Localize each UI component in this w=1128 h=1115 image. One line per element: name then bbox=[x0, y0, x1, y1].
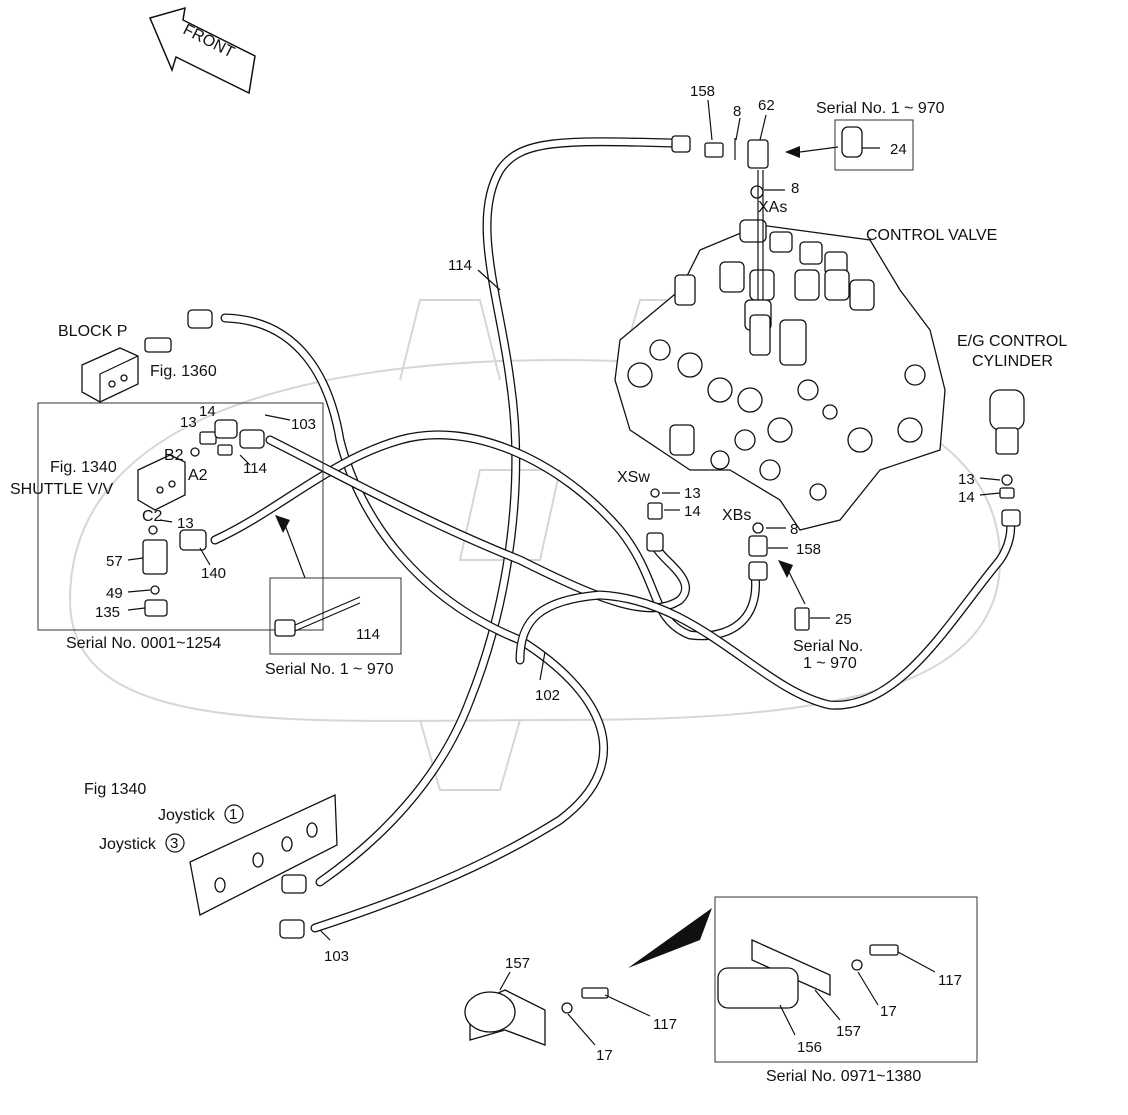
port-b2: B2 bbox=[164, 447, 184, 464]
callout-13-eg: 13 bbox=[958, 471, 975, 488]
callout-8-xas: 8 bbox=[791, 180, 799, 197]
callout-103-a: 103 bbox=[291, 416, 316, 433]
callout-57: 57 bbox=[106, 553, 123, 570]
port-fittings bbox=[646, 488, 810, 631]
fig-1340-ref: Fig. 1340 bbox=[50, 459, 117, 476]
callout-117-a: 117 bbox=[653, 1016, 677, 1033]
callout-102: 102 bbox=[535, 687, 560, 704]
serial-1-970-mid-a: Serial No. bbox=[793, 638, 863, 655]
callout-13-xsw: 13 bbox=[684, 485, 701, 502]
joystick-1-circle bbox=[224, 804, 244, 824]
callout-114-box: 114 bbox=[356, 626, 380, 643]
callout-158-xbs: 158 bbox=[796, 541, 821, 558]
callout-14-a: 14 bbox=[199, 403, 216, 420]
port-a2: A2 bbox=[188, 467, 208, 484]
fig-1340-b-ref: Fig 1340 bbox=[84, 781, 146, 798]
callout-117-b: 117 bbox=[938, 972, 962, 989]
callout-157-a: 157 bbox=[505, 955, 530, 972]
serial-0001-1254: Serial No. 0001~1254 bbox=[66, 635, 221, 652]
fitting-group-top bbox=[671, 135, 769, 300]
serial-0971-1380: Serial No. 0971~1380 bbox=[766, 1068, 921, 1085]
joystick-3-label: Joystick bbox=[99, 836, 157, 853]
shuttle-valve bbox=[37, 402, 324, 631]
leader-lines bbox=[127, 99, 1001, 1046]
callout-14-xsw: 14 bbox=[684, 503, 701, 520]
block-p bbox=[81, 309, 213, 403]
joystick-1-label: Joystick bbox=[158, 807, 216, 824]
callout-49: 49 bbox=[106, 585, 123, 602]
callout-8-top: 8 bbox=[733, 103, 741, 120]
detail-boxes bbox=[269, 119, 978, 1063]
callout-17-b: 17 bbox=[880, 1003, 897, 1020]
pointer-arrows bbox=[275, 146, 839, 968]
callout-156: 156 bbox=[797, 1039, 822, 1056]
eg-control-title: E/G CONTROL bbox=[957, 333, 1067, 350]
callout-8-xbs: 8 bbox=[790, 521, 798, 538]
shuttle-title: SHUTTLE V/V bbox=[10, 481, 113, 498]
callout-114-a: 114 bbox=[243, 460, 267, 477]
serial-1-970-left: Serial No. 1 ~ 970 bbox=[265, 661, 394, 678]
port-xsw: XSw bbox=[617, 469, 650, 486]
callout-13-a: 13 bbox=[180, 414, 197, 431]
control-valve-title: CONTROL VALVE bbox=[866, 227, 997, 244]
front-arrow: FRONT bbox=[148, 6, 256, 95]
port-xas: XAs bbox=[758, 199, 787, 216]
block-p-title: BLOCK P bbox=[58, 323, 127, 340]
callout-62: 62 bbox=[758, 97, 775, 114]
callout-17-a: 17 bbox=[596, 1047, 613, 1064]
eg-control-cylinder bbox=[989, 389, 1025, 527]
serial-1-970-top: Serial No. 1 ~ 970 bbox=[816, 100, 945, 117]
eg-cylinder-title: CYLINDER bbox=[972, 353, 1053, 370]
joystick-1-number: 1 bbox=[229, 806, 237, 823]
callout-114-top: 114 bbox=[448, 257, 472, 274]
joystick-plate bbox=[189, 794, 338, 939]
serial-1-970-mid-b: 1 ~ 970 bbox=[803, 655, 857, 672]
callout-14-eg: 14 bbox=[958, 489, 975, 506]
callout-13-c2: 13 bbox=[177, 515, 194, 532]
callout-135: 135 bbox=[95, 604, 120, 621]
callout-140: 140 bbox=[201, 565, 226, 582]
joystick-3-number: 3 bbox=[170, 835, 178, 852]
callout-103-b: 103 bbox=[324, 948, 349, 965]
callout-25: 25 bbox=[835, 611, 852, 628]
port-xbs: XBs bbox=[722, 507, 751, 524]
callout-157-b: 157 bbox=[836, 1023, 861, 1040]
callout-158-top: 158 bbox=[690, 83, 715, 100]
callout-24: 24 bbox=[890, 141, 907, 158]
joystick-3-circle bbox=[165, 833, 185, 853]
control-valve bbox=[614, 219, 946, 531]
detail-parts bbox=[274, 126, 899, 1046]
fig-1360-ref: Fig. 1360 bbox=[150, 363, 217, 380]
hoses bbox=[210, 137, 1016, 933]
port-c2: C2 bbox=[142, 508, 163, 525]
